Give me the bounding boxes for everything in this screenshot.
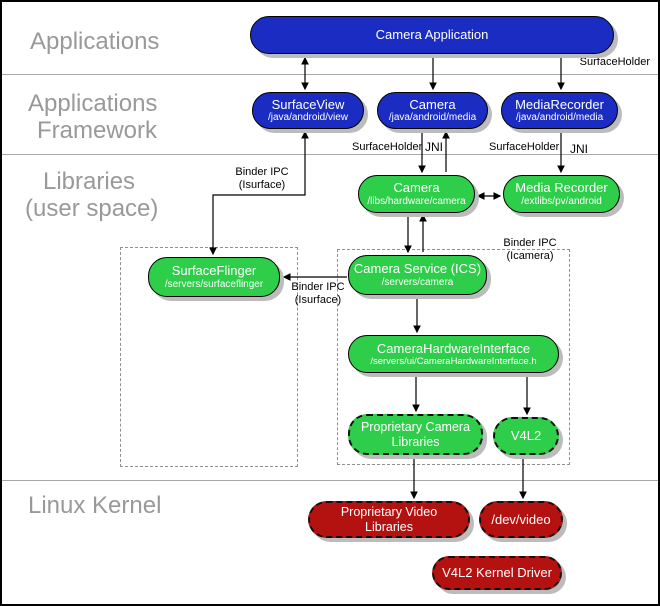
node-title: SurfaceView: [271, 96, 345, 112]
node-subtitle: /servers/surfaceflinger: [164, 278, 264, 290]
dashed-group-surfaceflinger: [120, 247, 298, 467]
node-title: V4L2 Kernel Driver: [442, 565, 552, 581]
edge-label-surfaceholder-app: SurfaceHolder: [579, 56, 650, 68]
layer-label-libraries: Libraries (user space): [25, 168, 158, 222]
node-title: Proprietary Video Libraries: [340, 504, 438, 534]
edge-label-binder-isurface-view: Binder IPC (Isurface): [235, 166, 289, 191]
divider-kernel: [2, 480, 658, 481]
layer-label-text: Applications: [28, 90, 158, 117]
divider-applications: [2, 74, 658, 75]
node-subtitle: /java/android/media: [515, 112, 604, 124]
node-title: /dev/video: [491, 511, 551, 527]
node-title: Camera: [409, 96, 456, 112]
node-title: Camera Service (ICS): [353, 261, 482, 277]
node-camera-service: Camera Service (ICS) /servers/camera: [348, 255, 487, 295]
node-surfaceflinger: SurfaceFlinger /servers/surfaceflinger: [148, 257, 280, 297]
edge-label-jni-camera: JNI: [425, 140, 443, 154]
node-title: CameraHardwareInterface: [376, 340, 531, 356]
edge-label-binder-isurface-service: Binder IPC (Isurface): [291, 281, 345, 306]
edge-label-jni-recorder: JNI: [570, 142, 588, 156]
node-proprietary-video-libraries: Proprietary Video Libraries: [308, 501, 470, 538]
layer-label-text: Applications: [30, 28, 160, 55]
node-subtitle: /servers/camera: [381, 276, 454, 288]
node-camera-application: Camera Application: [250, 16, 614, 54]
node-media-recorder-lib: Media Recorder /extlibs/pv/android: [503, 175, 620, 213]
node-dev-video: /dev/video: [479, 501, 563, 538]
layer-label-text: Framework: [37, 117, 158, 144]
node-subtitle: /libs/hardware/camera: [367, 195, 466, 207]
node-title: MediaRecorder: [515, 96, 604, 112]
node-v4l2: V4L2: [493, 417, 559, 455]
node-subtitle: /java/android/media: [388, 112, 477, 124]
node-v4l2-kernel-driver: V4L2 Kernel Driver: [432, 556, 562, 590]
layer-label-text: Linux Kernel: [28, 492, 162, 519]
node-camera-lib: Camera /libs/hardware/camera: [358, 175, 475, 213]
node-title: V4L2: [510, 428, 542, 444]
layer-label-applications: Applications: [30, 28, 159, 55]
divider-framework: [2, 154, 658, 155]
layer-label-linux-kernel: Linux Kernel: [28, 492, 161, 519]
layer-label-text: Libraries: [43, 168, 136, 195]
node-subtitle: /java/android/view: [267, 112, 349, 124]
node-proprietary-camera-libraries: Proprietary Camera Libraries: [348, 414, 483, 455]
node-camera-hardware-interface: CameraHardwareInterface /servers/ui/Came…: [348, 335, 559, 373]
node-subtitle: /servers/ui/CameraHardwareInterface.h: [370, 356, 537, 368]
edge-label-surfaceholder-camera: SurfaceHolder: [352, 141, 423, 153]
node-title: Camera: [393, 180, 440, 196]
node-title: Media Recorder: [515, 180, 608, 196]
edge-label-binder-icamera: Binder IPC (Icamera): [503, 237, 557, 262]
node-title: Proprietary Camera Libraries: [360, 419, 471, 449]
node-camera-java: Camera /java/android/media: [377, 92, 488, 129]
node-mediarecorder-java: MediaRecorder /java/android/media: [501, 92, 618, 129]
node-title: SurfaceFlinger: [171, 263, 257, 279]
node-subtitle: /extlibs/pv/android: [521, 195, 602, 207]
node-surfaceview: SurfaceView /java/android/view: [252, 92, 364, 129]
dashed-group-camera-service: [337, 249, 570, 465]
layer-label-framework: Applications Framework: [28, 90, 157, 144]
edge-label-surfaceholder-recorder: SurfaceHolder: [489, 141, 560, 153]
layer-label-text: (user space): [25, 195, 159, 222]
node-title: Camera Application: [375, 27, 489, 43]
